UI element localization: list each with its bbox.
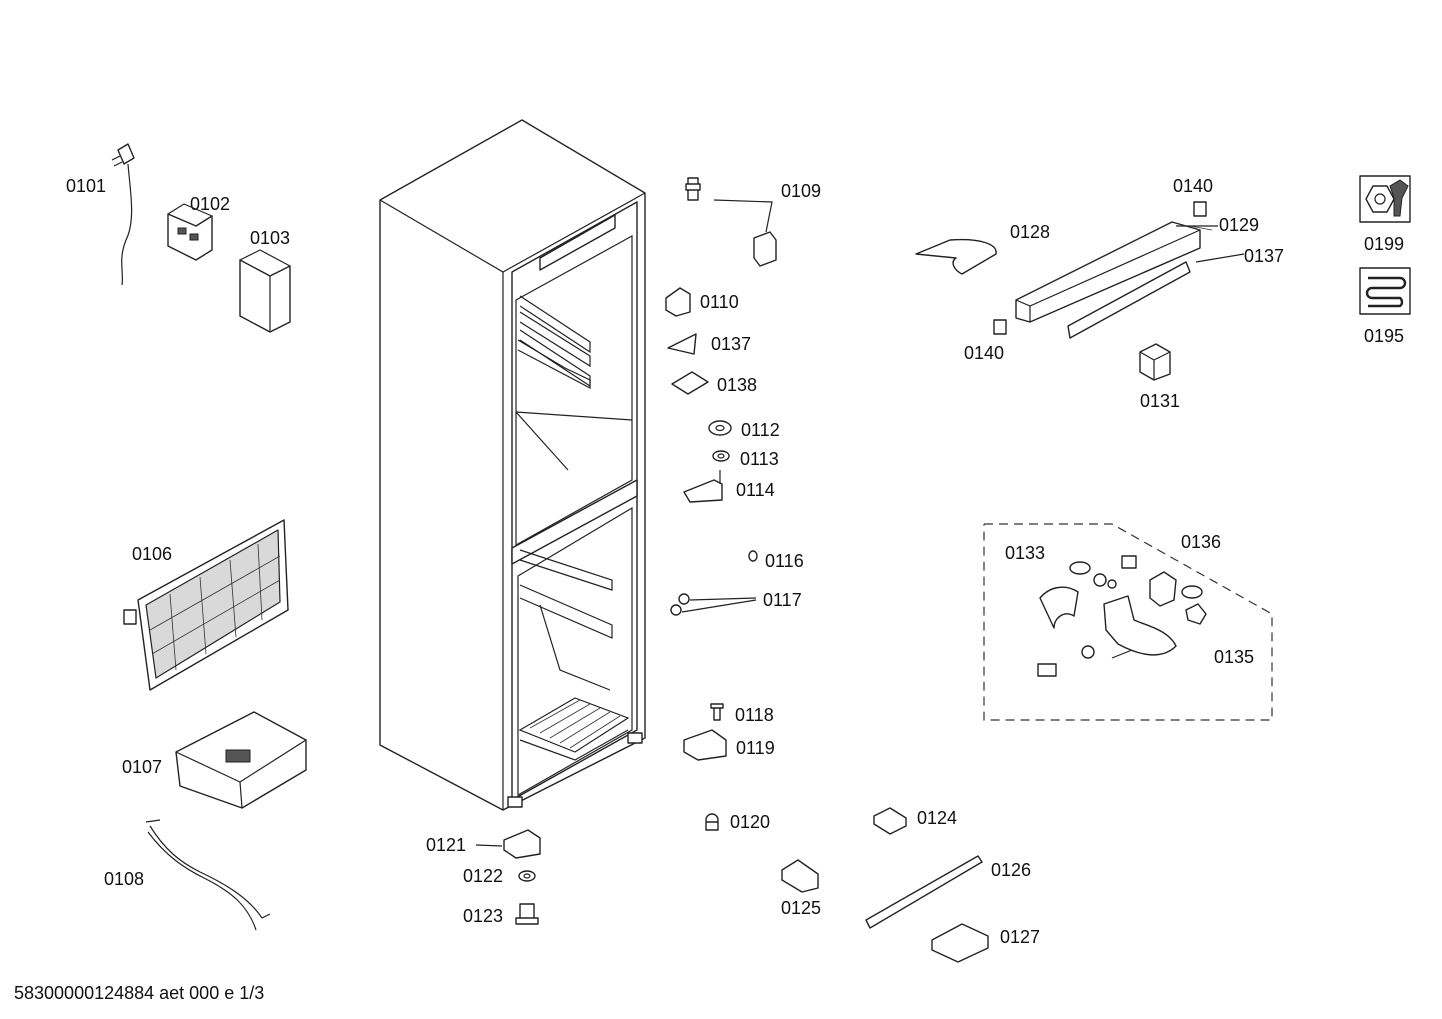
heating-coil-icon bbox=[1359, 267, 1411, 315]
part-0131-switch bbox=[1139, 343, 1171, 381]
label-0195: 0195 bbox=[1364, 326, 1405, 346]
label-0123: 0123 bbox=[463, 906, 504, 926]
part-0113-washer bbox=[712, 450, 730, 462]
part-0110-bracket bbox=[665, 287, 691, 317]
label-0116: 0116 bbox=[765, 551, 804, 571]
leader-lines bbox=[1189, 225, 1213, 231]
part-0109-hinge-pin bbox=[685, 177, 777, 267]
assembly-0136-outline bbox=[983, 523, 1273, 721]
label-0135: 0135 bbox=[1214, 647, 1255, 667]
part-0123-adjustable-foot bbox=[515, 903, 539, 925]
document-reference-footer: 58300000124884 aet 000 e 1/3 bbox=[14, 983, 265, 1003]
label-0140-top: 0140 bbox=[1173, 176, 1214, 196]
part-0121-bracket bbox=[475, 829, 541, 859]
label-0114: 0114 bbox=[736, 480, 775, 500]
part-0108-wiring-harness bbox=[145, 819, 271, 931]
label-0133: 0133 bbox=[1005, 543, 1046, 563]
part-0124-block bbox=[873, 807, 907, 835]
part-0122-washer bbox=[518, 870, 536, 882]
label-0107: 0107 bbox=[122, 757, 163, 777]
label-0199: 0199 bbox=[1364, 234, 1405, 254]
label-0121: 0121 bbox=[426, 835, 467, 855]
label-0101: 0101 bbox=[66, 176, 107, 196]
label-0138: 0138 bbox=[717, 375, 758, 395]
label-0124: 0124 bbox=[917, 808, 958, 828]
part-0138-plate bbox=[671, 371, 709, 395]
part-0129-handle bbox=[1015, 221, 1201, 323]
label-0131: 0131 bbox=[1140, 391, 1181, 411]
label-0128: 0128 bbox=[1010, 222, 1051, 242]
label-0106: 0106 bbox=[132, 544, 173, 564]
part-0118-screw bbox=[710, 703, 724, 721]
label-0120: 0120 bbox=[730, 812, 771, 832]
label-0102: 0102 bbox=[190, 194, 231, 214]
label-0125: 0125 bbox=[781, 898, 822, 918]
label-0113: 0113 bbox=[740, 449, 779, 469]
part-0112-washer bbox=[708, 420, 732, 436]
label-0108: 0108 bbox=[104, 869, 145, 889]
label-0117: 0117 bbox=[763, 590, 802, 610]
part-0116-clip bbox=[748, 550, 758, 562]
label-0110: 0110 bbox=[700, 292, 739, 312]
wrench-nut-icon bbox=[1359, 175, 1411, 223]
label-0122: 0122 bbox=[463, 866, 504, 886]
part-0120-foot bbox=[705, 813, 719, 831]
part-0135-fan-motor bbox=[1037, 555, 1207, 677]
part-0127-pad bbox=[931, 923, 989, 963]
part-0137-strip bbox=[1067, 225, 1245, 339]
part-0107-drip-tray bbox=[175, 711, 307, 809]
label-0137-wedge: 0137 bbox=[711, 334, 752, 354]
part-0103-cover bbox=[239, 249, 291, 333]
label-0103: 0103 bbox=[250, 228, 291, 248]
part-0102-terminal-block bbox=[167, 203, 213, 261]
label-0137-strip: 0137 bbox=[1244, 246, 1285, 266]
label-0140-bottom: 0140 bbox=[964, 343, 1005, 363]
part-0101-power-cable bbox=[111, 143, 135, 286]
part-0128-handle-end bbox=[915, 238, 997, 275]
label-0127: 0127 bbox=[1000, 927, 1041, 947]
label-0118: 0118 bbox=[735, 705, 774, 725]
part-0106-condenser bbox=[123, 519, 289, 691]
fridge-cabinet bbox=[379, 119, 646, 811]
part-0117-plugs bbox=[670, 593, 757, 616]
part-0125-clip bbox=[781, 859, 819, 893]
label-0109: 0109 bbox=[781, 181, 822, 201]
label-0126: 0126 bbox=[991, 860, 1032, 880]
part-0140-caps bbox=[993, 201, 1207, 335]
part-0126-rod bbox=[865, 855, 983, 929]
part-0119-hinge bbox=[683, 729, 727, 761]
part-0133-bulb bbox=[1069, 561, 1117, 589]
label-0129: 0129 bbox=[1219, 215, 1260, 235]
label-0119: 0119 bbox=[736, 738, 775, 758]
label-0112: 0112 bbox=[741, 420, 780, 440]
part-0114-hinge bbox=[683, 470, 723, 503]
part-0137-wedge bbox=[667, 333, 697, 355]
label-0136: 0136 bbox=[1181, 532, 1222, 552]
